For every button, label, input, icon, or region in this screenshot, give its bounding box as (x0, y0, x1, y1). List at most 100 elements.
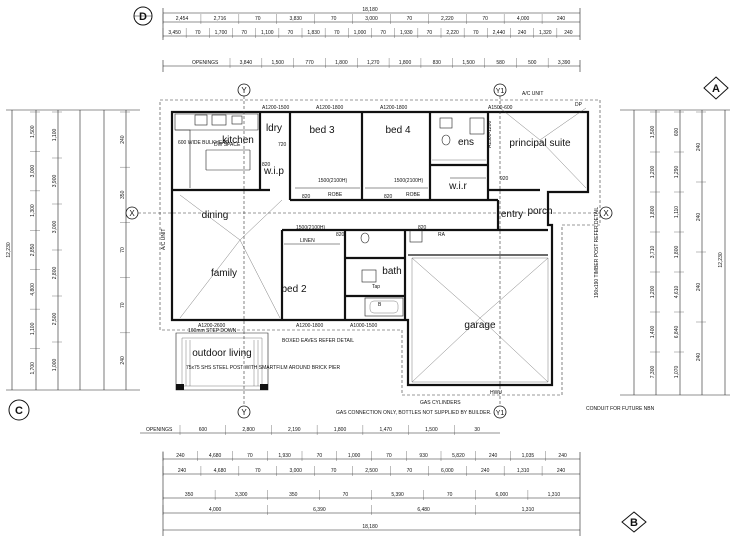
dim-value: 1,100 (30, 322, 36, 335)
dim-value: 30 (474, 427, 480, 433)
door-820-bed2: 820 (336, 232, 345, 238)
room-bath: bath (382, 266, 401, 277)
dim-value: 600 (199, 427, 208, 433)
hwu-label: HWU (490, 390, 502, 396)
dim-value: 240 (481, 468, 490, 474)
left-overall-dim: 12,230 (6, 242, 12, 258)
grid-marker-x-left-label: X (129, 209, 135, 218)
bathroom-fixtures (360, 117, 486, 317)
dim-value: 1,300 (30, 204, 36, 217)
section-marker-d: D (133, 6, 153, 26)
linen-label: LINEN (300, 238, 315, 244)
dim-value: 1,000 (348, 453, 361, 459)
dim-value: 3,000 (365, 16, 378, 22)
dim-value: 1,310 (548, 492, 561, 498)
door-720-ldry: 720 (278, 142, 287, 148)
dim-value: 70 (380, 30, 386, 36)
dim-value: 6,000 (441, 468, 454, 474)
dim-value: 1,070 (674, 366, 680, 379)
dim-value: 3,390 (558, 60, 571, 66)
bottom-openings-label: OPENINGS (146, 427, 173, 433)
room-labels: ldry bed 3 bed 4 ens principal suite kit… (192, 123, 571, 359)
dim-value: 70 (386, 453, 392, 459)
dim-value: 240 (696, 353, 702, 362)
room-principal-suite: principal suite (509, 138, 571, 149)
window-1500-2100-bed2: 1500(2100H) (296, 225, 326, 231)
window-a1200-1500: A1200-1500 (262, 105, 289, 111)
dim-value: 3,000 (30, 165, 36, 178)
dim-value: 70 (407, 16, 413, 22)
bath-b-label: B (378, 302, 382, 308)
dim-value: 4,800 (30, 283, 36, 296)
dim-value: 1,930 (278, 453, 291, 459)
dim-value: 1,500 (462, 60, 475, 66)
dim-value: 1,800 (334, 427, 347, 433)
dim-value: 70 (120, 302, 126, 308)
section-marker-c: C (8, 399, 30, 421)
window-door-labels: A1200-1500 A1200-1800 A1200-1800 A1500-6… (198, 105, 513, 329)
post-note: 75x75 SHS STEEL POST WITH SMARTFILM AROU… (186, 365, 340, 371)
dim-value: 830 (433, 60, 442, 66)
garage-roof-lines (411, 257, 549, 383)
dim-value: 1,100 (52, 129, 58, 142)
grid-marker-y-top: Y (237, 83, 251, 97)
dim-value: 350 (185, 492, 194, 498)
window-a1500-600: A1500-600 (488, 105, 513, 111)
dim-value: 240 (176, 453, 185, 459)
bottom-overall-dim: 18,180 (362, 524, 378, 530)
room-entry: entry (501, 209, 523, 220)
dim-value: 2,190 (288, 427, 301, 433)
room-family: family (211, 268, 237, 279)
dim-value: 1,700 (30, 362, 36, 375)
dim-value: 2,800 (52, 267, 58, 280)
dim-value: 70 (343, 492, 349, 498)
dim-value: 3,000 (52, 221, 58, 234)
dim-value: 1,290 (674, 166, 680, 179)
dim-value: 1,500 (271, 60, 284, 66)
room-wir: w.i.r (448, 181, 467, 192)
dim-value: 1,500 (425, 427, 438, 433)
grid-marker-y1-bottom-label: Y1 (496, 410, 505, 417)
room-bed-3: bed 3 (309, 125, 334, 136)
dim-value: 1,310 (522, 507, 535, 513)
dim-value: 1,800 (650, 206, 656, 219)
dim-value: 70 (473, 30, 479, 36)
dim-value: 2,500 (52, 313, 58, 326)
dim-value: 500 (528, 60, 537, 66)
dim-value: 1,830 (307, 30, 320, 36)
dim-value: 3,450 (168, 30, 181, 36)
dim-value: 70 (447, 492, 453, 498)
ac-unit-left: A/C UNIT (161, 229, 167, 250)
dim-value: 350 (120, 190, 126, 199)
dim-value: 240 (120, 135, 126, 144)
ra-label: RA (438, 232, 446, 238)
room-dining: dining (202, 210, 229, 221)
dim-value: 350 (289, 492, 298, 498)
dim-value: 1,930 (400, 30, 413, 36)
tap-label: Tap (372, 284, 380, 290)
dim-value: 3,710 (650, 246, 656, 259)
left-dimensions: 12,230 1,5003,0001,3002,8504,8001,1001,7… (6, 109, 140, 391)
dim-value: 3,000 (289, 468, 302, 474)
room-garage: garage (464, 320, 496, 331)
marker-c-label: C (15, 405, 23, 417)
step-down-note: 160mm STEP DOWN (188, 328, 237, 334)
dim-value: 2,440 (493, 30, 506, 36)
door-820-wip: 820 (262, 162, 271, 168)
dp-label: DP (575, 102, 583, 108)
bulkhead-note: 600 WIDE BULKHEAD (178, 140, 230, 146)
section-marker-a: A (703, 76, 729, 100)
dim-value: 1,500 (30, 125, 36, 138)
dim-value: 1,400 (650, 326, 656, 339)
dim-value: 1,270 (367, 60, 380, 66)
dim-value: 4,610 (674, 286, 680, 299)
grid-marker-y-bottom: Y (237, 405, 251, 419)
robe-shelves (284, 177, 486, 245)
door-920-entry: 920 (500, 176, 509, 182)
